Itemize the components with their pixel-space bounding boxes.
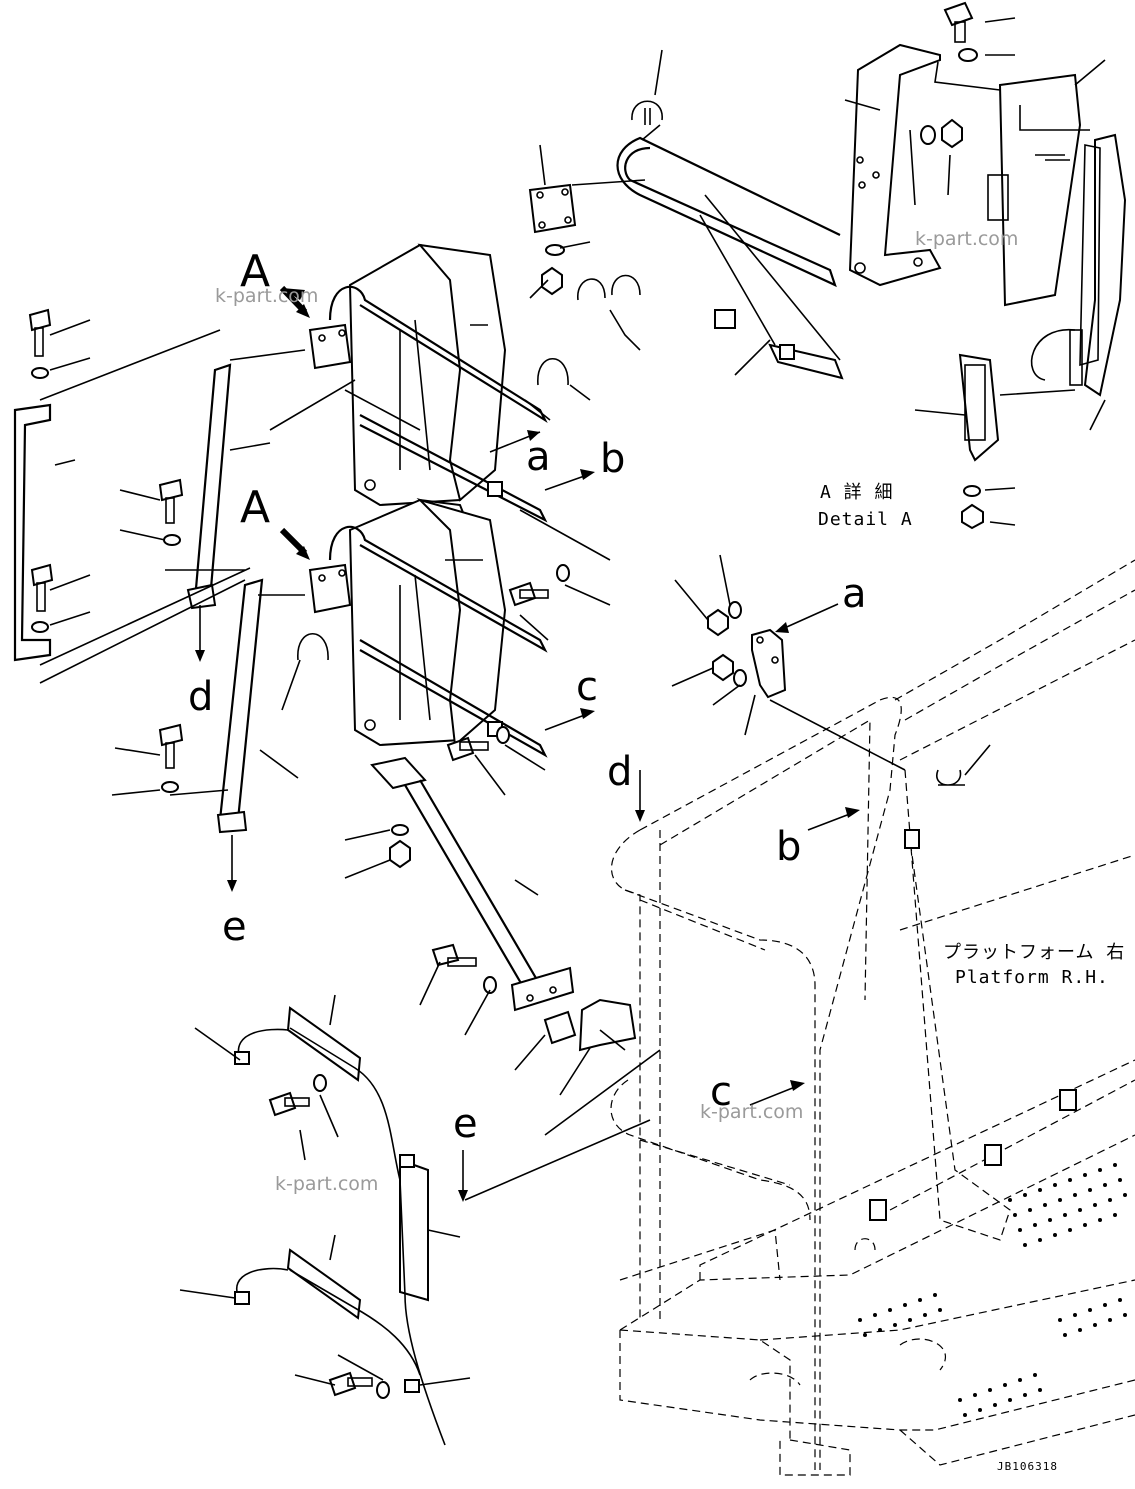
detail-a-en: Detail A <box>818 509 913 530</box>
watermark-4: k-part.com <box>275 1173 378 1195</box>
arrow-label-b-left: b <box>600 436 625 482</box>
arrow-label-b-right: b <box>776 824 801 870</box>
arrow-label-d-right: d <box>607 749 632 795</box>
view-label-a-upper: A <box>240 246 270 297</box>
drawing-code: JB106318 <box>997 1460 1058 1473</box>
watermark-1: k-part.com <box>915 228 1018 250</box>
detail-a-jp: A 詳 細 <box>820 482 894 503</box>
diagonal-stay <box>344 756 637 1096</box>
top-handrail <box>528 49 844 380</box>
platform-label-en: Platform R.H. <box>955 967 1109 988</box>
arrow-label-d-left: d <box>188 674 213 720</box>
arrow-label-c-right: c <box>710 1069 732 1115</box>
ladder-assembly <box>13 243 611 892</box>
reference-arrows <box>279 285 860 1202</box>
bracket-a <box>671 554 991 786</box>
arrow-label-a-left: a <box>526 434 551 480</box>
detail-a-assembly <box>844 1 1127 530</box>
platform-rh <box>610 559 1135 1476</box>
arrow-label-e-left: e <box>222 904 247 950</box>
watermark-3: k-part.com <box>700 1101 803 1123</box>
arrow-label-a-right: a <box>842 571 867 617</box>
harness-assembly <box>179 994 471 1446</box>
arrow-label-c-left: c <box>576 664 598 710</box>
view-label-a-lower: A <box>240 482 270 533</box>
watermark-2: k-part.com <box>215 285 318 307</box>
platform-label-jp: プラットフォーム 右 <box>943 942 1125 963</box>
arrow-label-e-right: e <box>453 1101 478 1147</box>
